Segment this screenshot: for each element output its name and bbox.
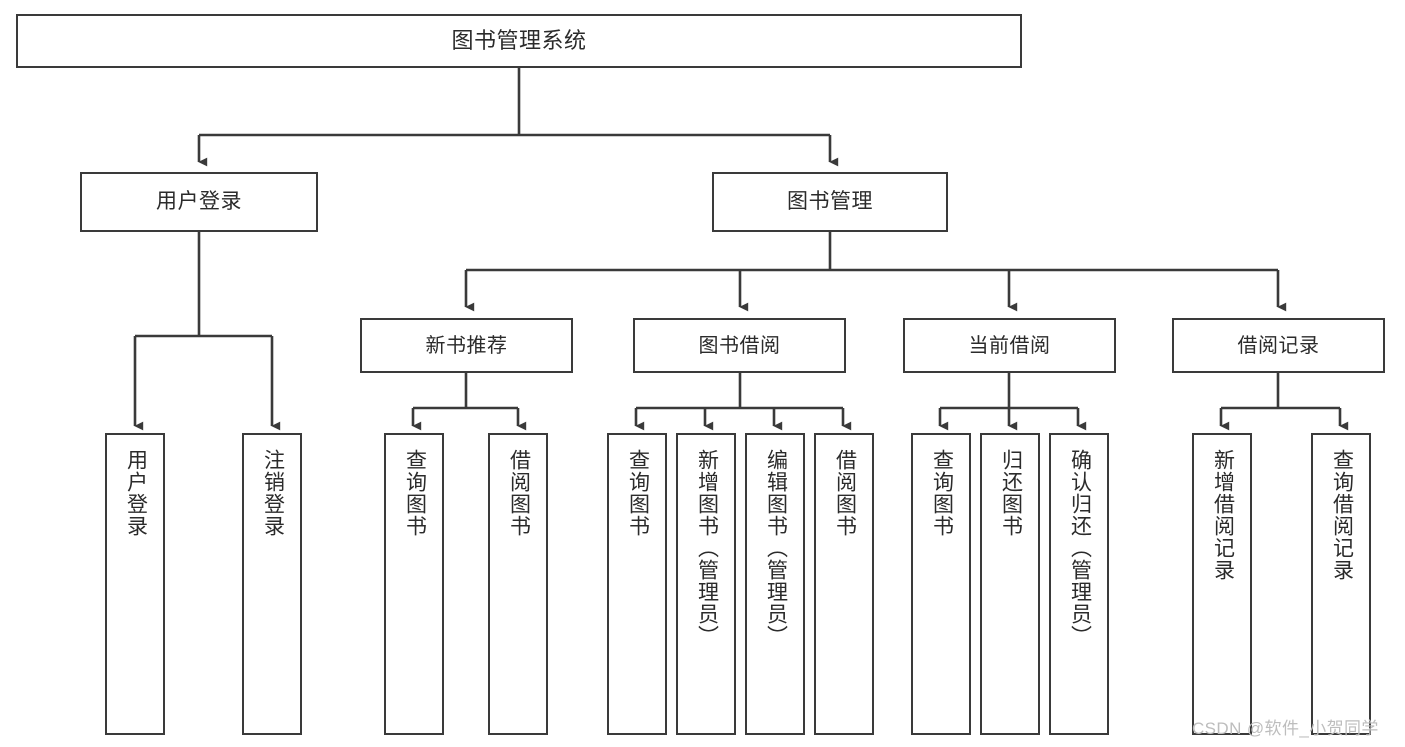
node-label: 借阅图书 [833, 449, 857, 537]
node-label: 注销登录 [261, 449, 285, 537]
node-label: 新增图书（管理员） [695, 449, 719, 647]
node-new-book-recommend[interactable]: 新书推荐 [360, 318, 573, 373]
node-label: 图书借阅 [698, 334, 781, 357]
node-leaf-query-book-2[interactable]: 查询图书 [607, 433, 667, 735]
node-book-borrow[interactable]: 图书借阅 [633, 318, 846, 373]
node-leaf-edit-book[interactable]: 编辑图书（管理员） [745, 433, 805, 735]
node-leaf-user-logout[interactable]: 注销登录 [242, 433, 302, 735]
node-book-manage[interactable]: 图书管理 [712, 172, 948, 232]
node-leaf-query-record[interactable]: 查询借阅记录 [1311, 433, 1371, 735]
node-label: 编辑图书（管理员） [764, 449, 788, 647]
node-label: 图书管理 [787, 190, 873, 214]
node-leaf-add-book[interactable]: 新增图书（管理员） [676, 433, 736, 735]
node-current-borrow[interactable]: 当前借阅 [903, 318, 1116, 373]
node-label: 归还图书 [999, 449, 1023, 537]
node-label: 图书管理系统 [451, 27, 587, 53]
node-label: 用户登录 [156, 190, 242, 214]
node-label: 查询借阅记录 [1330, 449, 1354, 581]
node-leaf-borrow-book-2[interactable]: 借阅图书 [814, 433, 874, 735]
node-leaf-borrow-book-1[interactable]: 借阅图书 [488, 433, 548, 735]
node-leaf-query-book-1[interactable]: 查询图书 [384, 433, 444, 735]
node-leaf-add-record[interactable]: 新增借阅记录 [1192, 433, 1252, 735]
node-label: 查询图书 [626, 449, 650, 537]
node-user-login[interactable]: 用户登录 [80, 172, 318, 232]
node-label: 确认归还（管理员） [1068, 449, 1092, 647]
node-leaf-query-book-3[interactable]: 查询图书 [911, 433, 971, 735]
node-root-system[interactable]: 图书管理系统 [16, 14, 1022, 68]
node-label: 借阅图书 [507, 449, 531, 537]
node-label: 借阅记录 [1237, 334, 1320, 357]
node-label: 新增借阅记录 [1211, 449, 1235, 581]
node-label: 新书推荐 [425, 334, 508, 357]
node-label: 查询图书 [403, 449, 427, 537]
node-borrow-record[interactable]: 借阅记录 [1172, 318, 1385, 373]
node-label: 当前借阅 [968, 334, 1051, 357]
node-label: 查询图书 [930, 449, 954, 537]
node-leaf-confirm-return[interactable]: 确认归还（管理员） [1049, 433, 1109, 735]
watermark-text: CSDN @软件_小贺同学 [1192, 719, 1379, 738]
node-leaf-user-login[interactable]: 用户登录 [105, 433, 165, 735]
node-label: 用户登录 [124, 449, 148, 537]
node-leaf-return-book[interactable]: 归还图书 [980, 433, 1040, 735]
